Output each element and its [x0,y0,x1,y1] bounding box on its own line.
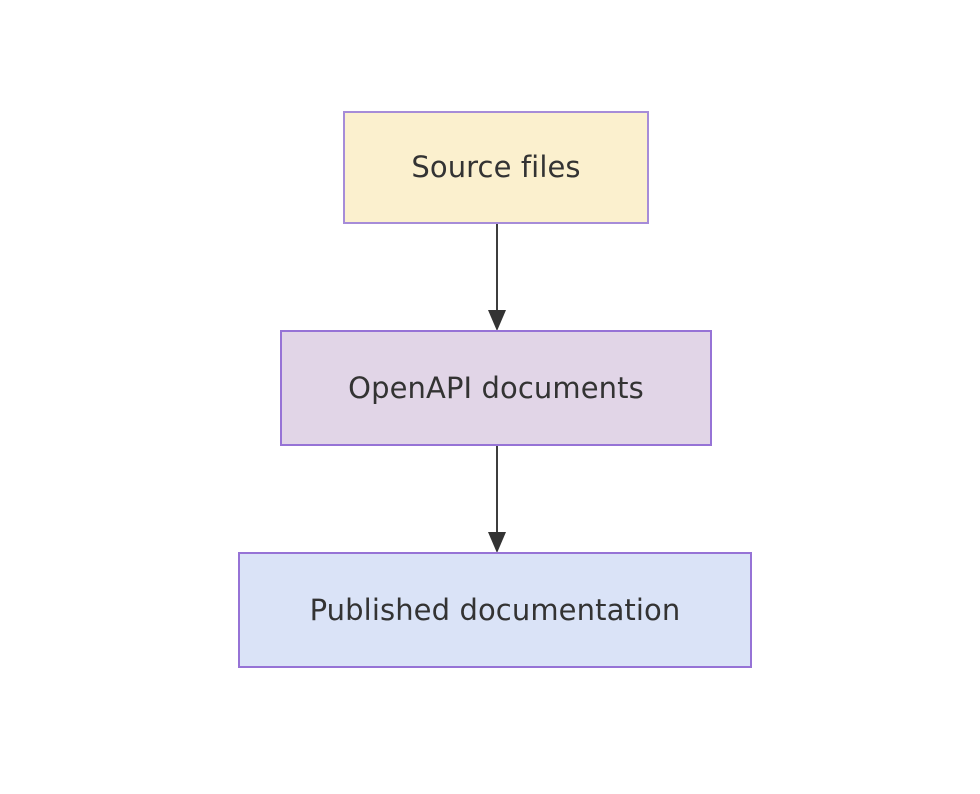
node-source-files-label: Source files [411,150,581,185]
edge-source-to-openapi [488,224,506,331]
node-source-files[interactable]: Source files [343,111,649,224]
node-published-documentation-label: Published documentation [309,592,681,627]
edge-openapi-to-published [488,446,506,553]
edge-openapi-to-published-arrowhead-icon [488,532,506,553]
node-openapi-documents[interactable]: OpenAPI documents [280,330,712,446]
edge-source-to-openapi-arrowhead-icon [488,310,506,331]
node-published-documentation[interactable]: Published documentation [238,552,752,668]
node-openapi-documents-label: OpenAPI documents [348,370,644,405]
